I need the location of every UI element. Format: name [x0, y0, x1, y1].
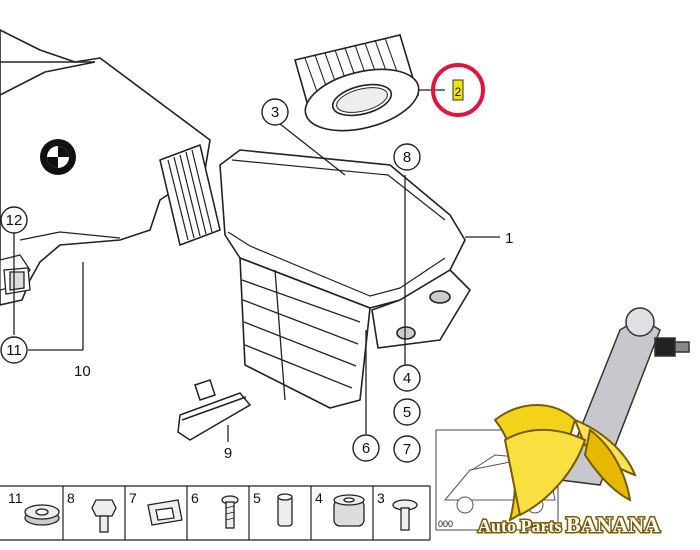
leader-lines — [13, 89, 500, 442]
callouts: 3 8 12 11 4 5 7 6 — [0, 98, 421, 463]
rubber-mount-icon — [333, 494, 365, 527]
mounting-bracket — [3, 267, 31, 295]
strip-label-4: 4 — [315, 490, 323, 506]
callout-4: 4 — [393, 364, 421, 392]
flat-screw-icon — [392, 499, 418, 531]
callout-5: 5 — [393, 398, 421, 426]
svg-text:11: 11 — [6, 342, 22, 359]
screw-icon — [221, 495, 239, 529]
callout-11: 11 — [0, 336, 28, 364]
intake-silencer-body — [219, 149, 471, 409]
svg-text:3: 3 — [271, 104, 279, 121]
svg-text:Auto Parts BANANA: Auto Parts BANANA — [478, 512, 660, 537]
sleeve-icon — [277, 493, 293, 527]
parts-strip: 11 8 7 6 5 4 3 — [0, 485, 431, 541]
svg-text:12: 12 — [6, 212, 23, 229]
svg-text:7: 7 — [403, 441, 411, 458]
watermark-text: Auto Parts BANANA — [477, 511, 662, 539]
doc-code: 000 — [438, 519, 453, 529]
callout-8: 8 — [393, 143, 421, 171]
hex-bolt-icon — [91, 499, 117, 533]
strip-label-5: 5 — [253, 490, 261, 506]
callout-7: 7 — [393, 435, 421, 463]
strip-label-6: 6 — [191, 490, 199, 506]
svg-text:4: 4 — [403, 370, 411, 387]
callout-6: 6 — [352, 434, 380, 462]
banana-logo-icon — [493, 404, 637, 522]
label-9: 9 — [224, 445, 232, 462]
highlight-callout-2: 2 — [431, 63, 485, 117]
callout-3: 3 — [261, 98, 289, 126]
strip-label-11: 11 — [8, 490, 23, 506]
strip-label-3: 3 — [377, 490, 385, 506]
strip-label-8: 8 — [67, 490, 75, 506]
air-filter-element — [294, 34, 420, 132]
label-1: 1 — [505, 230, 513, 247]
callout-12: 12 — [0, 206, 28, 234]
clip-part-9 — [177, 379, 252, 441]
spring-clip-icon — [147, 499, 183, 526]
bmw-logo-icon — [40, 139, 76, 175]
svg-text:2: 2 — [455, 85, 462, 99]
grommet-icon — [24, 504, 60, 526]
svg-text:5: 5 — [403, 404, 411, 421]
strip-label-7: 7 — [129, 490, 137, 506]
label-10: 10 — [74, 363, 91, 380]
svg-text:8: 8 — [403, 149, 411, 166]
intake-silencer-housing — [0, 29, 221, 306]
svg-text:6: 6 — [362, 440, 370, 457]
